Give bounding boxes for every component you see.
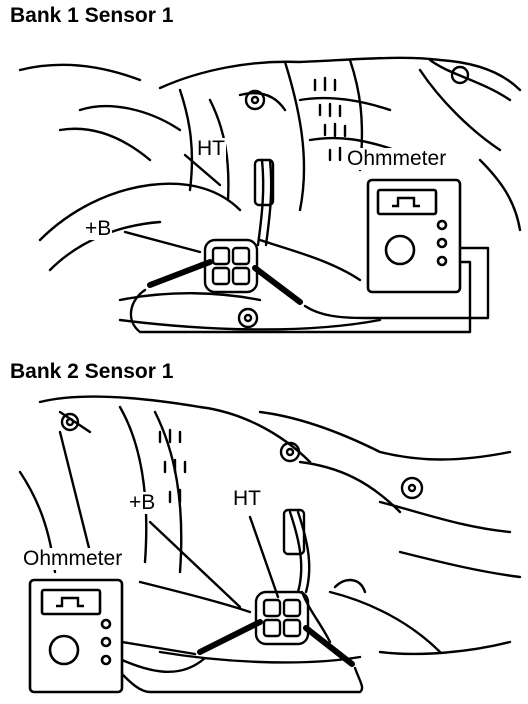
diagram-bank1: Bank 1 Sensor 1 <box>10 4 522 334</box>
label-ht-bank1: HT <box>196 137 226 160</box>
engine-illustration-bank2 <box>18 395 522 694</box>
ohmmeter-icon <box>28 578 124 694</box>
label-ht-bank2: HT <box>232 487 262 510</box>
label-plus-b-bank2: +B <box>128 491 157 514</box>
diagram-bank2: Bank 2 Sensor 1 <box>0 352 528 704</box>
engine-illustration-bank1 <box>18 56 522 334</box>
label-ohmmeter-bank1: Ohmmeter <box>346 147 448 170</box>
panel-title-bank1: Bank 1 Sensor 1 <box>10 4 174 27</box>
label-plus-b-bank1: +B <box>84 217 113 240</box>
ohmmeter-icon <box>366 178 462 294</box>
panel-title-bank2: Bank 2 Sensor 1 <box>10 360 174 383</box>
label-ohmmeter-bank2: Ohmmeter <box>22 547 124 570</box>
